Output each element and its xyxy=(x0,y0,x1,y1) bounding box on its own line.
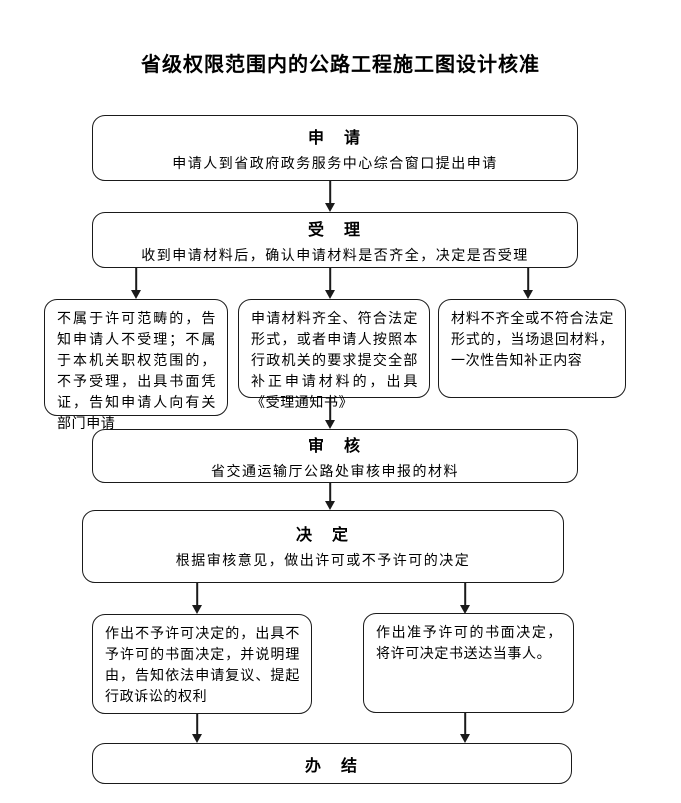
arrow-down-icon xyxy=(325,501,335,510)
flow-node-incomplete-text: 材料不齐全或不符合法定形式的，当场退回材料，一次性告知补正内容 xyxy=(451,312,614,369)
connector-line xyxy=(329,181,331,207)
flow-node-review-title: 审 核 xyxy=(307,437,362,455)
arrow-down-icon xyxy=(460,734,470,743)
flow-node-finish-title: 办 结 xyxy=(304,757,359,775)
flow-node-apply: 申 请 申请人到省政府政务服务中心综合窗口提出申请 xyxy=(92,115,578,181)
connector-arrow-accept-left xyxy=(131,268,141,299)
connector-line xyxy=(464,583,466,609)
flow-node-grant-text: 作出准予许可的书面决定，将许可决定书送达当事人。 xyxy=(376,626,562,662)
arrow-down-icon xyxy=(192,734,202,743)
connector-arrow-complete-review xyxy=(325,398,335,429)
connector-line xyxy=(196,583,198,609)
connector-line xyxy=(135,268,137,294)
flow-node-incomplete: 材料不齐全或不符合法定形式的，当场退回材料，一次性告知补正内容 xyxy=(438,299,626,398)
flow-node-grant: 作出准予许可的书面决定，将许可决定书送达当事人。 xyxy=(363,613,574,713)
flow-node-accept-title: 受 理 xyxy=(307,221,362,239)
connector-arrow-decide-grant xyxy=(460,583,470,614)
arrow-down-icon xyxy=(131,290,141,299)
flow-node-not-in-scope: 不属于许可范畴的，告知申请人不受理；不属于本机关职权范围的，不予受理，出具书面凭… xyxy=(44,299,228,432)
arrow-down-icon xyxy=(460,605,470,614)
connector-arrow-accept-middle xyxy=(325,268,335,299)
arrow-down-icon xyxy=(325,420,335,429)
connector-line xyxy=(196,714,198,738)
flow-node-review-desc: 省交通运输厅公路处审核申报的材料 xyxy=(211,464,459,480)
flow-node-apply-desc: 申请人到省政府政务服务中心综合窗口提出申请 xyxy=(172,156,498,172)
flow-node-complete: 申请材料齐全、符合法定形式，或者申请人按照本行政机关的要求提交全部补正申请材料的… xyxy=(238,299,430,411)
connector-arrow-deny-finish xyxy=(192,714,202,743)
connector-line xyxy=(464,713,466,738)
flow-node-review: 审 核 省交通运输厅公路处审核申报的材料 xyxy=(92,429,578,483)
arrow-down-icon xyxy=(325,290,335,299)
arrow-down-icon xyxy=(325,203,335,212)
connector-line xyxy=(527,268,529,294)
page-title: 省级权限范围内的公路工程施工图设计核准 xyxy=(141,54,540,76)
connector-arrow-decide-deny xyxy=(192,583,202,614)
connector-line xyxy=(329,398,331,424)
flow-node-finish: 办 结 xyxy=(92,743,572,784)
flow-node-not-in-scope-text: 不属于许可范畴的，告知申请人不受理；不属于本机关职权范围的，不予受理，出具书面凭… xyxy=(57,312,216,432)
flow-node-deny-text: 作出不予许可决定的，出具不予许可的书面决定，并说明理由，告知依法申请复议、提起行… xyxy=(105,627,300,705)
flow-node-decide-desc: 根据审核意见，做出许可或不予许可的决定 xyxy=(175,554,471,569)
flow-node-deny: 作出不予许可决定的，出具不予许可的书面决定，并说明理由，告知依法申请复议、提起行… xyxy=(92,614,312,714)
flow-node-accept: 受 理 收到申请材料后，确认申请材料是否齐全，决定是否受理 xyxy=(92,212,578,268)
connector-line xyxy=(329,483,331,505)
arrow-down-icon xyxy=(523,290,533,299)
flow-node-decide: 决 定 根据审核意见，做出许可或不予许可的决定 xyxy=(82,510,564,583)
connector-arrow-grant-finish xyxy=(460,713,470,743)
connector-arrow-review-decide xyxy=(325,483,335,510)
connector-line xyxy=(329,268,331,294)
flow-node-decide-title: 决 定 xyxy=(295,527,350,544)
flow-node-apply-title: 申 请 xyxy=(307,129,362,147)
arrow-down-icon xyxy=(192,605,202,614)
connector-arrow-accept-right xyxy=(523,268,533,299)
flow-node-accept-desc: 收到申请材料后，确认申请材料是否齐全，决定是否受理 xyxy=(141,248,529,264)
flow-node-complete-text: 申请材料齐全、符合法定形式，或者申请人按照本行政机关的要求提交全部补正申请材料的… xyxy=(251,312,418,411)
connector-arrow-apply-accept xyxy=(325,181,335,212)
